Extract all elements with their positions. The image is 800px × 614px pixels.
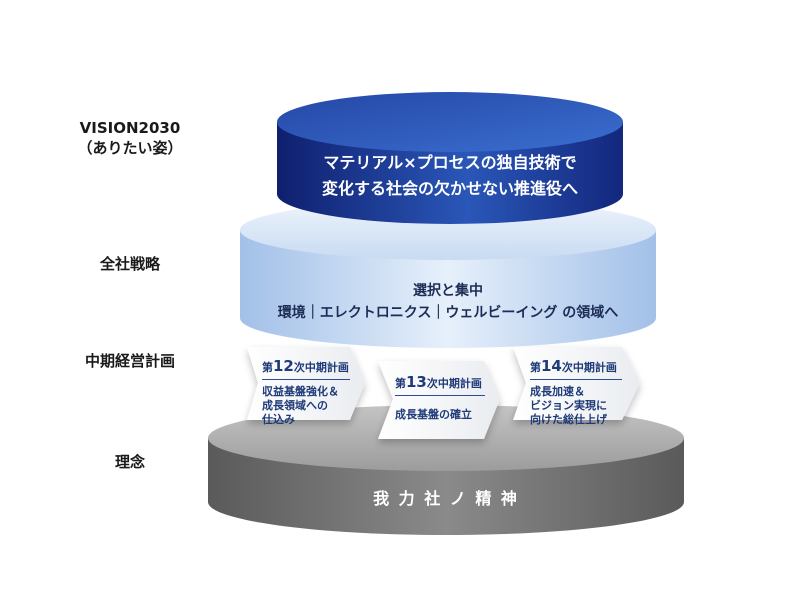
vision-label-line1: VISION2030	[79, 119, 181, 137]
plan-arrow-12	[247, 347, 365, 420]
strategy-text: 選択と集中 環境｜エレクトロニクス｜ウェルビーイング の領域へ	[240, 280, 656, 324]
midterm-plan-label: 中期経営計画	[84, 352, 175, 370]
vision-label-line2: （ありたい姿）	[77, 139, 183, 157]
plan-title-14: 第14次中期計画	[530, 357, 617, 375]
vision-text: マテリアル×プロセスの独自技術で 変化する社会の欠かせない推進役へ	[277, 150, 623, 202]
plan-body-13: 成長基盤の確立	[395, 408, 472, 421]
strategy-line1: 選択と集中	[413, 283, 483, 299]
philosophy-label: 理念	[114, 453, 145, 471]
vision-line2: 変化する社会の欠かせない推進役へ	[321, 179, 578, 198]
plan-arrows	[247, 347, 640, 439]
plan-divider-13	[395, 395, 485, 396]
plan-divider-12	[262, 379, 350, 380]
plan-arrow-14	[513, 347, 640, 420]
plan-body-12: 収益基盤強化＆ 成長領域への 仕込み	[262, 385, 339, 426]
plan-title-12: 第12次中期計画	[262, 357, 349, 375]
plan-divider-14	[530, 379, 622, 380]
vision-line1: マテリアル×プロセスの独自技術で	[323, 153, 577, 172]
vision-cylinder	[277, 92, 623, 224]
strategy-label: 全社戦略	[99, 255, 160, 273]
plan-arrow-13	[378, 361, 500, 439]
strategy-line2: 環境｜エレクトロニクス｜ウェルビーイング の領域へ	[277, 305, 619, 321]
plan-card-14: 第14次中期計画 成長加速＆ ビジョン実現に 向けた総仕上げ	[530, 357, 622, 427]
philosophy-text: 我 力 社 ノ 精 神	[373, 489, 519, 508]
plan-body-14: 成長加速＆ ビジョン実現に 向けた総仕上げ	[530, 385, 607, 426]
vision-label: VISION2030 （ありたい姿）	[60, 118, 200, 158]
plan-title-13: 第13次中期計画	[395, 373, 482, 391]
plan-card-12: 第12次中期計画 収益基盤強化＆ 成長領域への 仕込み	[262, 357, 350, 427]
plan-card-13: 第13次中期計画 成長基盤の確立	[395, 373, 485, 422]
